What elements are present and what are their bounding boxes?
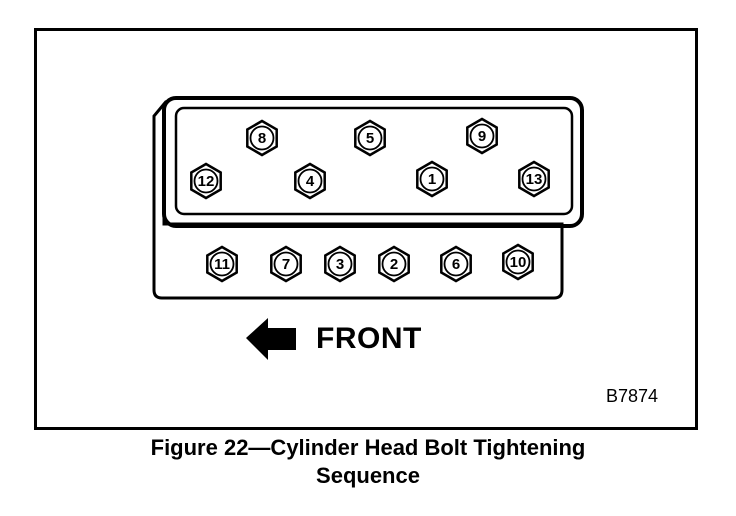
bolt-3: 3 <box>324 245 356 283</box>
bolt-washer <box>297 168 323 194</box>
bolt-washer <box>357 125 383 151</box>
bolt-13: 13 <box>518 160 550 198</box>
bolt-number: 2 <box>390 256 398 273</box>
bolt-washer <box>381 251 407 277</box>
figure-caption: Figure 22—Cylinder Head Bolt Tightening … <box>0 434 736 490</box>
bolt-number: 3 <box>336 256 344 273</box>
figure-code: B7874 <box>606 386 659 406</box>
caption-line-2: Sequence <box>316 463 420 488</box>
bolt-9: 9 <box>466 117 498 155</box>
cylinder-head-outline <box>162 96 584 228</box>
bolt-group: 8 5 9 12 4 1 13 11 7 3 2 6 10 <box>190 117 550 283</box>
bolt-number: 6 <box>452 256 460 273</box>
lower-block-outline <box>152 99 564 300</box>
bolt-washer <box>521 166 547 192</box>
bolt-number: 4 <box>306 173 315 190</box>
bolt-washer <box>249 125 275 151</box>
figure-frame <box>34 28 698 430</box>
bolt-washer <box>469 123 495 149</box>
bolt-washer <box>419 166 445 192</box>
bolt-8: 8 <box>246 119 278 157</box>
bolt-washer <box>273 251 299 277</box>
bolt-number: 12 <box>198 173 215 190</box>
bolt-5: 5 <box>354 119 386 157</box>
bolt-11: 11 <box>206 245 238 283</box>
bolt-6: 6 <box>440 245 472 283</box>
bolt-washer <box>327 251 353 277</box>
bolt-number: 7 <box>282 256 290 273</box>
bolt-7: 7 <box>270 245 302 283</box>
cylinder-head-inner-outline <box>174 106 574 216</box>
bolt-12: 12 <box>190 162 222 200</box>
bolt-number: 8 <box>258 130 266 147</box>
bolt-number: 11 <box>214 256 230 273</box>
bolt-number: 10 <box>510 254 527 271</box>
bolt-washer <box>505 249 531 275</box>
caption-line-1: Figure 22—Cylinder Head Bolt Tightening <box>150 435 586 460</box>
bolt-10: 10 <box>502 243 534 281</box>
bolt-number: 5 <box>366 130 374 147</box>
bolt-2: 2 <box>378 245 410 283</box>
bolt-number: 9 <box>478 128 486 145</box>
bolt-number: 1 <box>428 171 436 188</box>
front-label: FRONT <box>316 322 422 355</box>
bolt-washer <box>209 251 235 277</box>
bolt-1: 1 <box>416 160 448 198</box>
bolt-washer <box>443 251 469 277</box>
bolt-number: 13 <box>526 171 543 188</box>
front-arrow-icon <box>246 318 296 360</box>
bolt-4: 4 <box>294 162 326 200</box>
bolt-washer <box>193 168 219 194</box>
